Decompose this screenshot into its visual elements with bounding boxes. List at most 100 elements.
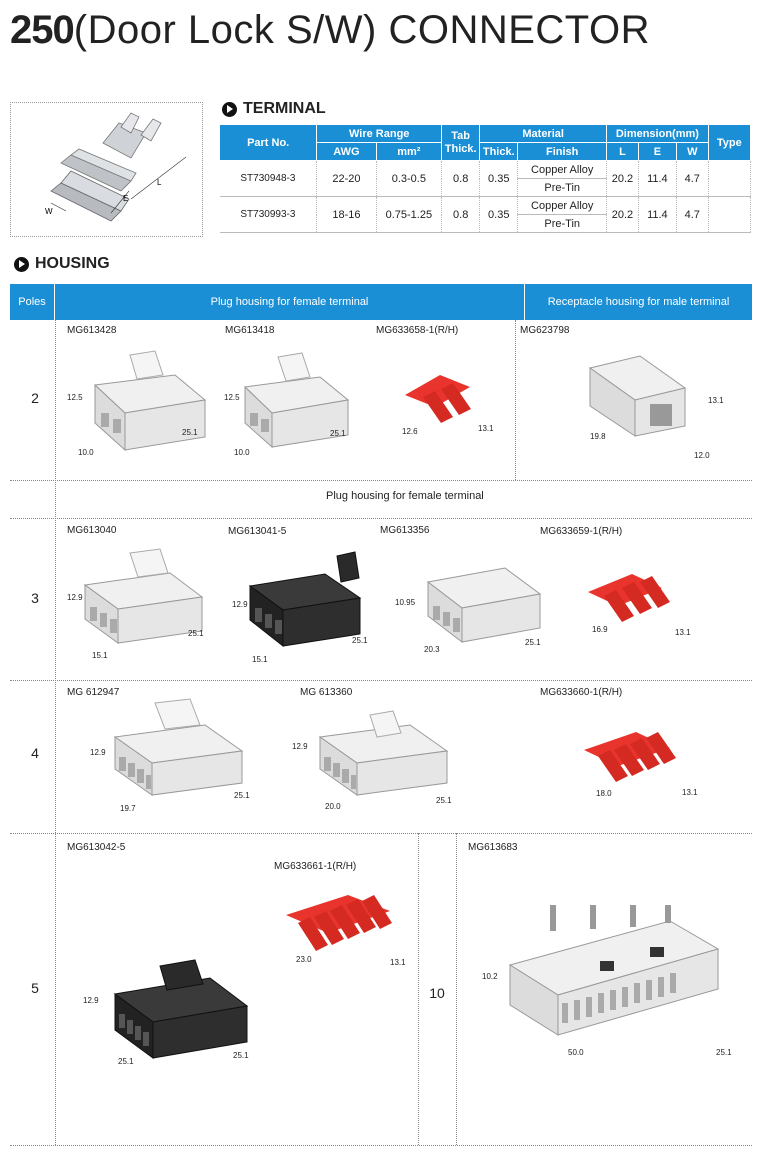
arrow-circle-icon — [222, 101, 237, 117]
pole-10: 10 — [429, 985, 445, 1001]
dim-label: 10.95 — [395, 598, 416, 607]
connector-mg623798-image — [588, 355, 687, 437]
row-divider — [10, 833, 752, 834]
th-e: E — [637, 142, 677, 161]
col-divider — [515, 320, 516, 480]
terminal-dim-e: E — [123, 194, 128, 203]
th-finish: Finish — [517, 142, 608, 161]
row-divider — [10, 680, 752, 681]
dim-label: 10.2 — [482, 972, 498, 981]
plug-housing-sublabel: Plug housing for female terminal — [326, 490, 484, 502]
th-part-no: Part No. — [218, 124, 318, 161]
dim-label: 10.0 — [78, 448, 94, 457]
dim-label: 19.8 — [590, 432, 606, 441]
th-thick: Thick. — [479, 142, 519, 161]
dim-label: 12.9 — [83, 996, 99, 1005]
dim-label: 15.1 — [252, 655, 268, 664]
cell-thick: 0.35 — [479, 196, 519, 233]
th-dimension: Dimension(mm) — [606, 124, 709, 143]
connector-mg613040-image — [83, 548, 204, 644]
dim-label: 25.1 — [330, 429, 346, 438]
retainer-mg633658-image — [405, 375, 471, 423]
terminal-drawing: W E L — [45, 112, 187, 222]
dim-label: 25.1 — [525, 638, 541, 647]
terminal-image: W E L — [10, 102, 203, 237]
housing-heading: HOUSING — [14, 255, 110, 273]
th-awg: AWG — [316, 142, 377, 161]
col-plug: Plug housing for female terminal — [55, 284, 525, 320]
th-tab-thick: Tab Thick. — [441, 124, 481, 161]
row-divider — [10, 480, 752, 481]
cell-part: ST730948-3 — [219, 160, 318, 197]
connector-mg613042-image — [113, 959, 249, 1059]
dim-label: 15.1 — [92, 651, 108, 660]
dim-label: 13.1 — [390, 958, 406, 967]
th-l: L — [606, 142, 639, 161]
terminal-heading: TERMINAL — [222, 100, 326, 118]
cell-type — [708, 196, 752, 233]
cell-tab: 0.8 — [441, 160, 481, 197]
dim-label: 25.1 — [716, 1048, 732, 1057]
table-row: Pre-Tin — [220, 214, 751, 233]
dim-label: 50.0 — [568, 1048, 584, 1057]
dim-label: 12.9 — [90, 748, 106, 757]
dim-label: 25.1 — [352, 636, 368, 645]
col-divider — [418, 833, 419, 1145]
cell-mm2: 0.75-1.25 — [376, 196, 443, 233]
cell-finish: Pre-Tin — [517, 214, 608, 233]
dim-label: 18.0 — [596, 789, 612, 798]
cell-finish: Copper Alloy — [517, 196, 608, 215]
table-row: ST730948-3 22-20 0.3-0.5 0.8 0.35 Copper… — [219, 160, 752, 197]
pole-2: 2 — [31, 390, 39, 406]
title-number: 250 — [10, 8, 75, 52]
dim-label: 19.7 — [120, 804, 136, 813]
col-receptacle: Receptacle housing for male terminal — [525, 284, 752, 320]
dim-label: 12.9 — [232, 600, 248, 609]
part-label-mg613041: MG613041-5 — [228, 526, 287, 537]
th-wire-range: Wire Range — [316, 124, 443, 143]
cell-w: 4.7 — [676, 160, 709, 197]
part-label-mg613683: MG613683 — [468, 842, 518, 853]
dim-label: 12.9 — [67, 593, 83, 602]
cell-part: ST730993-3 — [219, 196, 318, 233]
part-label-mg633659: MG633659-1(R/H) — [540, 526, 623, 537]
row-divider — [10, 518, 752, 519]
th-w: W — [675, 142, 709, 161]
arrow-circle-icon — [14, 256, 29, 272]
part-label-mg612947: MG 612947 — [67, 687, 120, 698]
dim-label: 12.9 — [292, 742, 308, 751]
part-label-mg633660: MG633660-1(R/H) — [540, 687, 623, 698]
dim-label: 12.5 — [67, 393, 83, 402]
cell-finish: Copper Alloy — [517, 160, 608, 179]
col-poles: Poles — [10, 284, 55, 320]
pole-3: 3 — [31, 590, 39, 606]
page-title: 250(Door Lock S/W) CONNECTOR — [10, 8, 650, 58]
part-label-mg613040: MG613040 — [67, 525, 117, 536]
col-divider — [456, 833, 457, 1145]
cell-mm2: 0.3-0.5 — [376, 160, 443, 197]
table-row: ST730993-3 18-16 0.75-1.25 0.8 0.35 Copp… — [219, 196, 752, 233]
housing-heading-text: HOUSING — [35, 255, 110, 272]
terminal-dim-w: W — [45, 207, 53, 216]
col-divider — [55, 320, 56, 1145]
connector-mg613683-image — [508, 905, 720, 1036]
dim-label: 16.9 — [592, 625, 608, 634]
retainer-mg633661-image — [286, 895, 392, 951]
pole-4: 4 — [31, 745, 39, 761]
dim-label: 13.1 — [478, 424, 494, 433]
dim-label: 23.0 — [296, 955, 312, 964]
th-type: Type — [707, 124, 752, 161]
part-label-mg613428: MG613428 — [67, 325, 117, 336]
dim-label: 13.1 — [675, 628, 691, 637]
dim-label: 25.1 — [188, 629, 204, 638]
connector-mg613041-image — [248, 551, 362, 648]
dim-label: 12.6 — [402, 427, 418, 436]
connector-mg613428-image — [93, 350, 207, 452]
housing-header: Poles Plug housing for female terminal R… — [10, 284, 752, 320]
cell-tab: 0.8 — [441, 196, 481, 233]
retainer-mg633659-image — [588, 574, 670, 622]
terminal-dim-l: L — [157, 178, 162, 187]
part-label-mg633661: MG633661-1(R/H) — [274, 861, 357, 872]
part-label-mg633658: MG633658-1(R/H) — [376, 325, 459, 336]
cell-awg: 22-20 — [316, 160, 377, 197]
